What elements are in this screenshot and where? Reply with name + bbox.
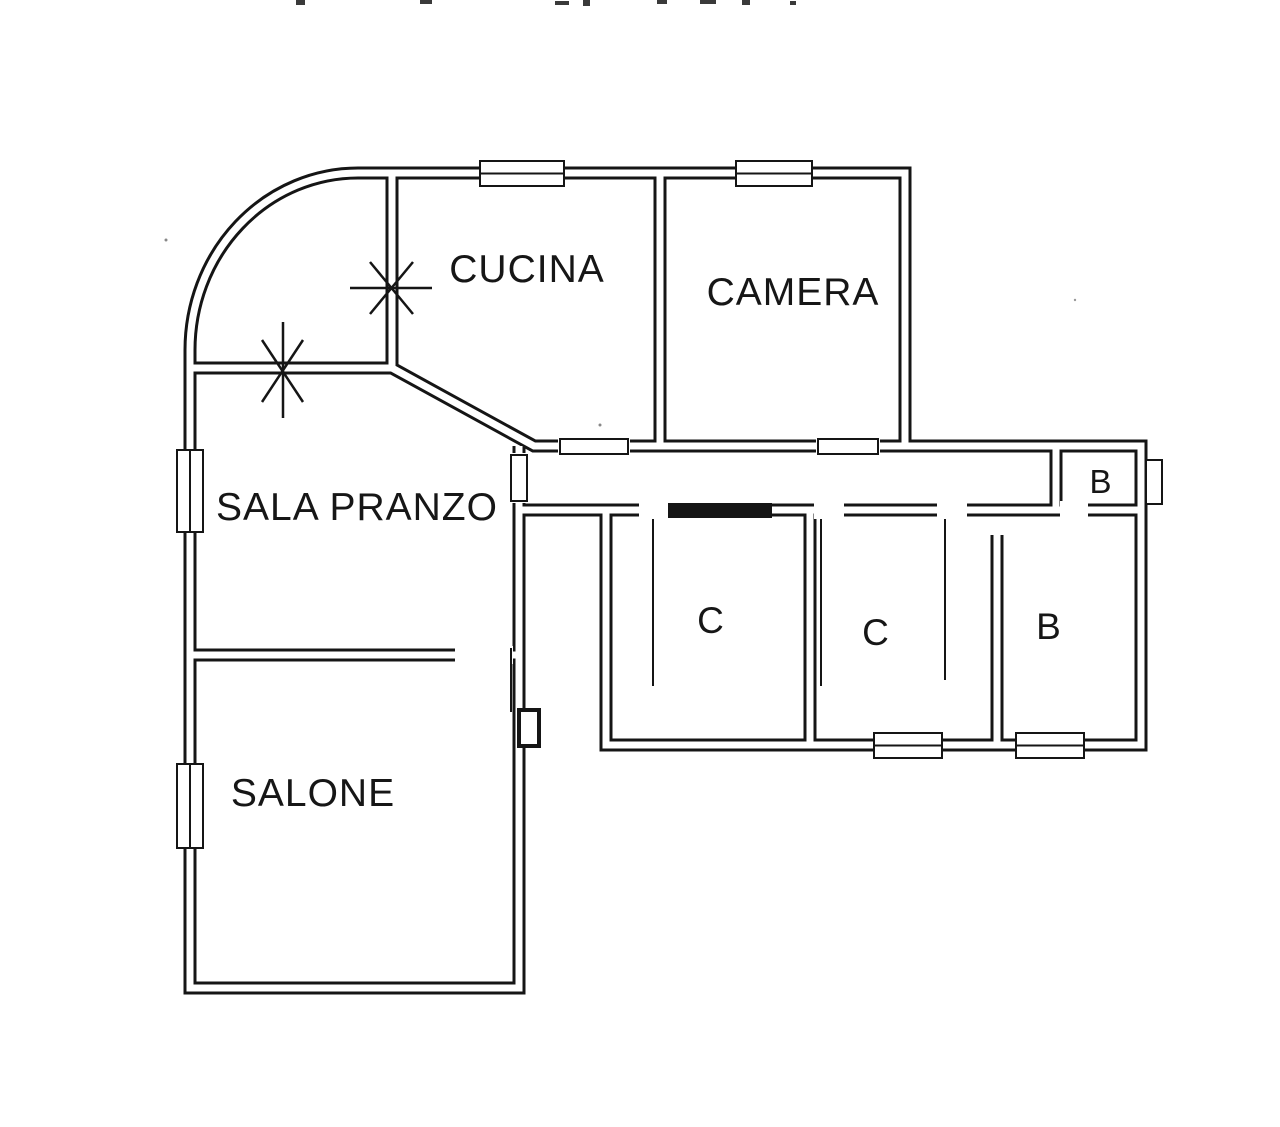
- window-symbol: [735, 160, 813, 187]
- cross-marks: [260, 261, 432, 418]
- door-gap-c-left: [639, 501, 669, 519]
- windows: [176, 160, 1085, 849]
- room-label-sala-pranzo: SALA PRANZO: [216, 486, 498, 529]
- door-gap-cucina: [558, 434, 630, 460]
- window-symbol: [479, 160, 565, 187]
- wall-cavity-white: [186, 169, 1145, 992]
- door-gap-sala-corridor: [509, 453, 529, 503]
- room-label-cucina: CUCINA: [449, 248, 605, 291]
- door-gap-sala-salone: [455, 646, 513, 664]
- wall-protrusion: [517, 708, 541, 748]
- door-threshold: [817, 438, 879, 455]
- room-label-b-small: B: [1089, 463, 1113, 500]
- window-symbol: [176, 449, 204, 533]
- door-gap-b-large: [937, 501, 967, 519]
- room-label-camera: CAMERA: [706, 271, 880, 314]
- room-label-c-right: C: [862, 612, 890, 653]
- window-symbol: [873, 732, 943, 759]
- door-gap-c-right: [814, 501, 844, 519]
- door-threshold: [510, 454, 528, 502]
- wall-niche: [1145, 459, 1163, 505]
- door-gap-b-small: [1060, 501, 1088, 519]
- threshold-band: [668, 503, 772, 518]
- door-gap-camera: [816, 434, 880, 460]
- room-label-salone: SALONE: [230, 772, 396, 815]
- room-label-c-left: C: [697, 600, 725, 641]
- door-threshold: [559, 438, 629, 455]
- walls: [183, 166, 1148, 995]
- door-details: [510, 438, 1163, 712]
- window-symbol: [1015, 732, 1085, 759]
- scan-artifacts: [164, 0, 1077, 427]
- cross-mark: [260, 322, 305, 418]
- room-label-b-large: B: [1036, 606, 1062, 647]
- cross-mark: [350, 261, 432, 315]
- window-symbol: [176, 763, 204, 849]
